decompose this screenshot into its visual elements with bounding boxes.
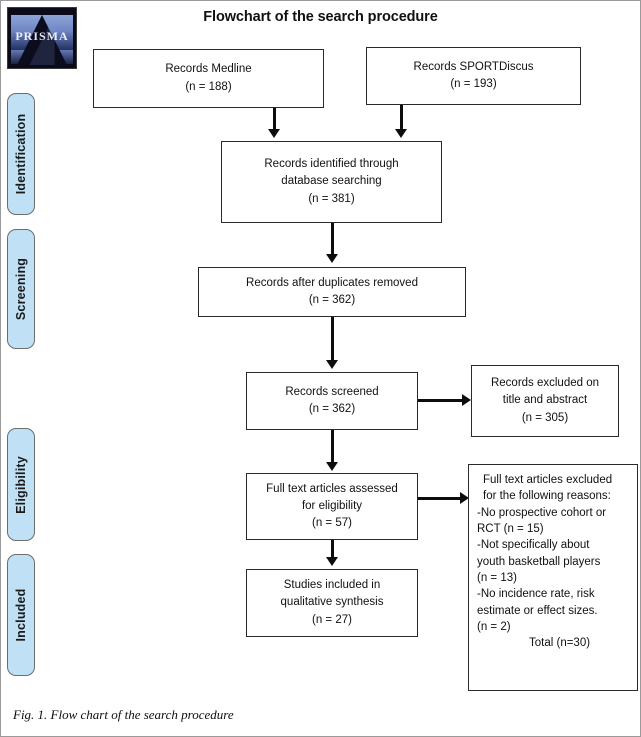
box-fulltext-assessed: Full text articles assessed for eligibil… <box>246 473 418 540</box>
box-fulltext-assessed-count: (n = 57) <box>312 517 352 530</box>
box-fulltext-excluded-reason3: -No incidence rate, risk <box>477 588 595 601</box>
arrowhead-medline-to-identified <box>268 129 280 138</box>
figure-caption: Fig. 1. Flow chart of the search procedu… <box>13 707 234 722</box>
stage-label-included: Included <box>14 588 28 642</box>
box-fulltext-assessed-line1: Full text articles assessed <box>266 482 398 495</box>
box-records-medline-line1: Records Medline <box>165 63 252 76</box>
stage-tab-identification: Identification <box>7 93 35 215</box>
stage-tab-screening: Screening <box>7 229 35 349</box>
box-records-identified: Records identified through database sear… <box>221 141 442 223</box>
stage-label-identification: Identification <box>14 113 28 195</box>
box-records-excluded-count: (n = 305) <box>521 411 569 424</box>
box-records-sportdiscus: Records SPORTDiscus (n = 193) <box>366 47 581 105</box>
box-fulltext-excluded-line1: Full text articles excluded <box>483 474 613 486</box>
box-records-screened-line1: Records screened <box>285 385 379 398</box>
box-records-excluded-line1: Records excluded on <box>490 377 600 390</box>
box-fulltext-excluded-reason2: -Not specifically about <box>477 539 590 552</box>
page-title: Flowchart of the search procedure <box>203 9 438 25</box>
box-studies-included: Studies included in qualitative synthesi… <box>246 569 418 637</box>
connector-screened-to-fulltext <box>331 430 334 463</box>
box-records-identified-count: (n = 381) <box>308 192 355 205</box>
box-fulltext-excluded-reason2-cont: youth basketball players <box>477 555 601 568</box>
box-records-sportdiscus-count: (n = 193) <box>450 78 497 90</box>
arrowhead-sportdiscus-to-identified <box>395 129 407 138</box>
connector-identified-to-duplicates <box>331 223 334 255</box>
stage-tab-included: Included <box>7 554 35 676</box>
box-fulltext-excluded-reason2-count: (n = 13) <box>477 571 517 584</box>
box-fulltext-excluded-reason3-count: (n = 2) <box>477 620 511 633</box>
box-records-screened-count: (n = 362) <box>308 403 356 415</box>
connector-sportdiscus-to-identified <box>400 105 403 130</box>
box-studies-included-line1: Studies included in <box>283 579 381 592</box>
box-records-sportdiscus-line1: Records SPORTDiscus <box>413 60 534 73</box>
box-records-screened: Records screened (n = 362) <box>246 372 418 430</box>
prisma-logo: PRISMA <box>7 7 77 69</box>
prism-triangle-sheen-icon <box>29 15 55 65</box>
arrowhead-duplicates-to-screened <box>326 360 338 369</box>
connector-screened-to-excluded <box>418 399 464 402</box>
arrowhead-screened-to-fulltext <box>326 462 338 471</box>
box-records-medline-count: (n = 188) <box>185 80 232 93</box>
box-fulltext-excluded-reason1-count: RCT (n = 15) <box>477 522 544 535</box>
stage-label-screening: Screening <box>14 257 28 321</box>
logo-wordmark: PRISMA <box>15 29 69 43</box>
connector-fulltext-to-included <box>331 540 334 558</box>
box-fulltext-assessed-line2: for eligibility <box>301 499 363 512</box>
stage-label-eligibility: Eligibility <box>14 455 28 514</box>
box-records-after-duplicates-count: (n = 362) <box>308 294 356 306</box>
arrowhead-screened-to-excluded <box>462 394 471 406</box>
box-studies-included-count: (n = 27) <box>312 613 352 626</box>
box-fulltext-excluded-reason3-cont: estimate or effect sizes. <box>477 604 598 617</box>
box-records-identified-line1: Records identified through <box>264 158 399 171</box>
connector-duplicates-to-screened <box>331 317 334 361</box>
box-fulltext-excluded-total: Total (n=30) <box>529 637 591 650</box>
arrowhead-identified-to-duplicates <box>326 254 338 263</box>
connector-medline-to-identified <box>273 108 276 130</box>
box-records-identified-line2: database searching <box>281 175 382 188</box>
connector-fulltext-to-excluded <box>418 497 462 500</box>
arrowhead-fulltext-to-included <box>326 557 338 566</box>
box-records-medline: Records Medline (n = 188) <box>93 49 324 108</box>
box-records-after-duplicates-line1: Records after duplicates removed <box>246 276 418 289</box>
box-fulltext-excluded-line2: for the following reasons: <box>483 490 611 503</box>
prism-triangle-icon <box>17 15 67 65</box>
box-studies-included-line2: qualitative synthesis <box>280 596 384 609</box>
box-fulltext-excluded-reason1: -No prospective cohort or <box>477 506 607 519</box>
stage-tab-eligibility: Eligibility <box>7 428 35 541</box>
box-records-excluded-title-abstract: Records excluded on title and abstract (… <box>471 365 619 437</box>
box-records-after-duplicates: Records after duplicates removed (n = 36… <box>198 267 466 317</box>
box-records-excluded-line2: title and abstract <box>502 394 588 407</box>
box-fulltext-excluded-reasons: Full text articles excluded for the foll… <box>468 464 638 691</box>
arrowhead-fulltext-to-excluded <box>460 492 469 504</box>
